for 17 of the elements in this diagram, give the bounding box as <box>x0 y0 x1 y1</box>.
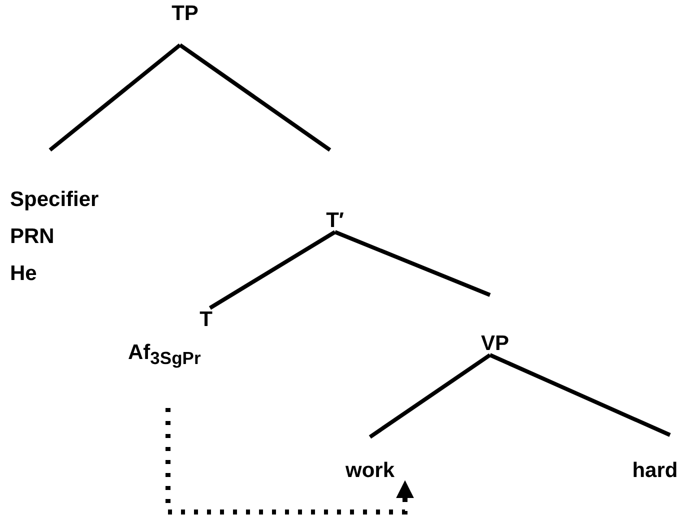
node-label: T′ <box>326 208 344 232</box>
node-label: T <box>200 308 212 332</box>
node-label: VP <box>480 332 509 355</box>
node-label: Specifier <box>10 188 99 211</box>
branch-line <box>489 353 671 437</box>
node-label: work <box>345 458 394 482</box>
word-label: He <box>10 262 37 285</box>
affix-label: Af$_{3SgPr}$ <box>128 341 201 369</box>
branch-line <box>48 43 182 152</box>
branch-line <box>334 230 491 297</box>
dotted-arrow <box>166 408 414 514</box>
branch-line <box>208 230 336 310</box>
node-label: hard <box>632 458 678 482</box>
node-label: TP <box>172 2 198 26</box>
branch-line <box>368 353 492 439</box>
category-label: PRN <box>10 224 54 248</box>
branch-line <box>178 43 332 152</box>
